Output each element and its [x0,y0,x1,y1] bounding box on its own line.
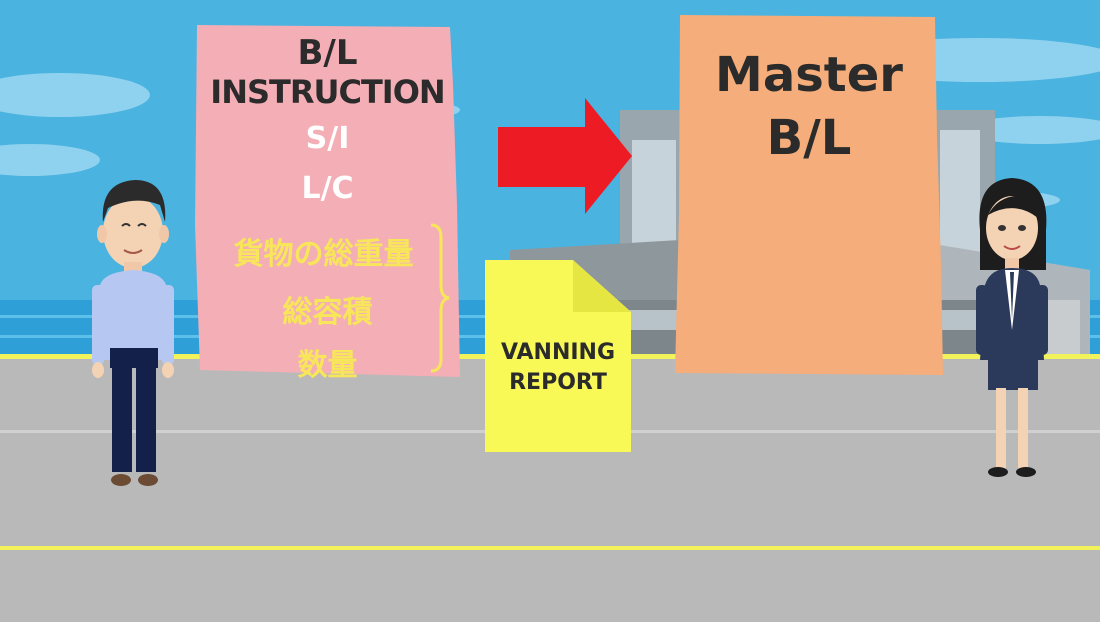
master-title-line2: B/L [766,110,852,166]
vanning-paper-shape [485,260,631,452]
instruction-item-quantity: 数量 [297,348,358,383]
master-bl-document: Master B/L [675,15,943,377]
vanning-report-document: VANNING REPORT [485,260,631,452]
instruction-item-si: S/I [305,121,350,156]
vanning-title-line1: VANNING [500,340,616,365]
master-paper-shape [675,15,943,375]
ground-yellow-line [0,546,1100,550]
man-character [92,180,174,486]
instruction-item-weight: 貨物の総重量 [233,237,414,272]
right-arrow-icon [498,98,632,214]
instruction-title-line1: B/L [297,33,358,73]
instruction-item-volume: 総容積 [282,295,373,330]
right-brace-icon [430,223,450,373]
bl-instruction-document: B/L INSTRUCTION S/I L/C 貨物の総重量 総容積 数量 [195,25,460,383]
vanning-title-line2: REPORT [509,370,607,395]
master-title-line1: Master [715,47,903,103]
instruction-item-lc: L/C [301,171,354,206]
instruction-paper-shape [195,25,460,377]
woman-character [976,178,1048,477]
instruction-title-line2: INSTRUCTION [210,73,445,111]
